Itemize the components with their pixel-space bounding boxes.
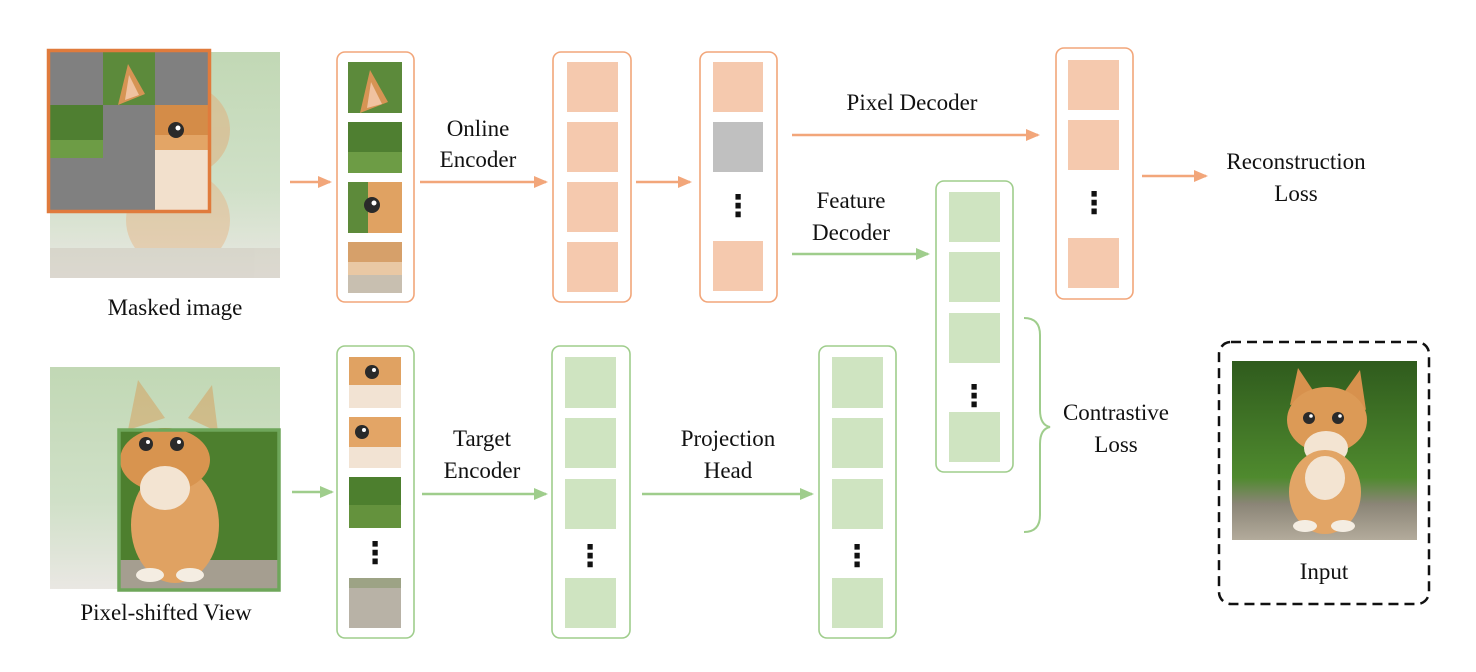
token xyxy=(832,479,883,529)
ellipsis: ⋮ xyxy=(360,536,390,571)
visible-patch-ears xyxy=(103,52,155,105)
pixel-shifted-view-label: Pixel-shifted View xyxy=(80,600,252,625)
token xyxy=(713,241,763,291)
online-encoder-label-line1: Online xyxy=(447,116,510,141)
projection-head-label-line1: Projection xyxy=(681,426,776,451)
token xyxy=(949,252,1000,302)
patch-eye xyxy=(348,182,402,233)
input-image xyxy=(1232,361,1417,540)
target-encoded-tokens: ⋮ xyxy=(551,345,631,639)
token xyxy=(567,182,618,232)
patch-grass-2 xyxy=(349,477,401,528)
token xyxy=(713,62,763,112)
reconstruction-loss-label-line1: Reconstruction xyxy=(1226,149,1366,174)
patch-face-1 xyxy=(349,357,401,408)
contrastive-loss-label-line2: Loss xyxy=(1094,432,1138,457)
token xyxy=(565,418,616,468)
token xyxy=(949,313,1000,363)
token xyxy=(1068,238,1119,288)
input-label: Input xyxy=(1300,559,1349,584)
patch-body xyxy=(348,242,402,293)
ellipsis: ⋮ xyxy=(723,189,753,224)
ellipsis: ⋮ xyxy=(842,539,872,574)
token xyxy=(832,418,883,468)
token xyxy=(949,192,1000,242)
tokens-with-mask: ⋮ xyxy=(699,51,778,303)
mask-token xyxy=(713,122,763,172)
token xyxy=(832,357,883,408)
contrastive-loss-label-line1: Contrastive xyxy=(1063,400,1169,425)
token xyxy=(565,479,616,529)
pixel-shifted-image xyxy=(50,367,281,592)
contrastive-brace xyxy=(1023,317,1051,533)
masked-patch-column xyxy=(336,51,415,303)
token xyxy=(567,242,618,292)
target-encoder-label-line1: Target xyxy=(453,426,512,451)
input-box: Input xyxy=(1217,340,1431,606)
ellipsis: ⋮ xyxy=(1079,186,1109,221)
feature-decoder-output: ⋮ xyxy=(935,180,1014,473)
projection-head-output: ⋮ xyxy=(818,345,897,639)
token xyxy=(832,578,883,628)
online-encoded-tokens xyxy=(552,51,632,303)
token xyxy=(565,578,616,628)
masked-region-frame xyxy=(46,48,212,214)
token xyxy=(567,122,618,172)
masked-image xyxy=(46,48,280,278)
masked-image-label: Masked image xyxy=(108,295,243,320)
patch-face-2 xyxy=(349,417,401,468)
ellipsis: ⋮ xyxy=(959,379,989,414)
pixel-decoder-label: Pixel Decoder xyxy=(847,90,978,115)
token xyxy=(1068,120,1119,170)
token xyxy=(567,62,618,112)
ellipsis: ⋮ xyxy=(575,539,605,574)
target-encoder-label-line2: Encoder xyxy=(444,458,521,483)
patch-stone xyxy=(349,578,401,628)
shifted-crop-frame xyxy=(117,428,281,592)
projection-head-label-line2: Head xyxy=(704,458,753,483)
feature-decoder-label-line2: Decoder xyxy=(812,220,890,245)
token xyxy=(565,357,616,408)
shifted-crop xyxy=(120,428,278,589)
token xyxy=(1068,60,1119,110)
patch-grass xyxy=(348,122,402,173)
visible-patch-face xyxy=(155,105,208,210)
reconstruction-loss-label-line2: Loss xyxy=(1274,181,1318,206)
pixel-decoder-output: ⋮ xyxy=(1055,47,1134,300)
shifted-patch-column: ⋮ xyxy=(336,345,415,639)
feature-decoder-label-line1: Feature xyxy=(817,188,886,213)
online-encoder-label-line2: Encoder xyxy=(440,147,517,172)
patch-ears xyxy=(348,62,402,113)
token xyxy=(949,412,1000,462)
